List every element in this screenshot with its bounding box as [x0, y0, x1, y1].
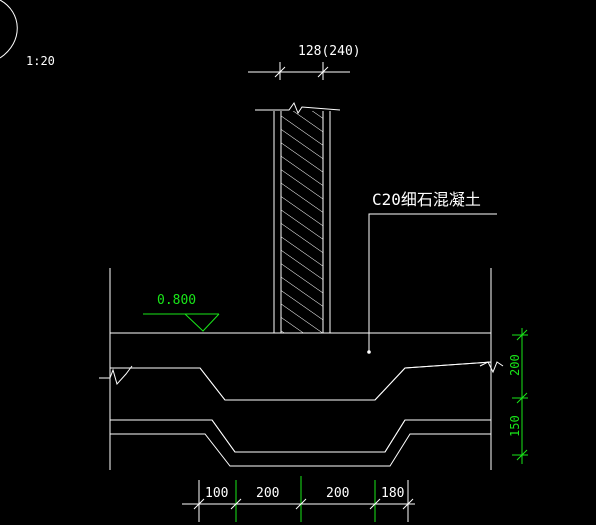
soil-base-layer — [109, 419, 492, 467]
left-break-mark — [99, 365, 133, 386]
material-callout: C20细石混凝土 — [367, 190, 497, 354]
material-callout-label: C20细石混凝土 — [372, 190, 481, 209]
wall-width-dimension: 128(240) — [248, 44, 361, 80]
vertical-dimensions: 200 150 — [508, 328, 528, 464]
concrete-layer — [109, 332, 492, 401]
wall-section — [255, 101, 341, 333]
wall-width-label: 128(240) — [298, 44, 361, 59]
right-break-mark — [479, 361, 504, 374]
dim-150-vertical: 150 — [508, 415, 522, 437]
brick-layer — [109, 361, 492, 453]
dim-100: 100 — [205, 486, 228, 501]
dim-200-left: 200 — [256, 486, 279, 501]
dim-180: 180 — [381, 486, 404, 501]
scale-label: 1:20 — [26, 54, 55, 68]
detail-symbol-arc — [0, 0, 18, 59]
dim-200-vertical: 200 — [508, 354, 522, 376]
horizontal-dimensions: 100 200 200 180 — [182, 476, 415, 522]
dim-200-right: 200 — [326, 486, 349, 501]
elevation-marker: 0.800 — [143, 293, 220, 332]
elevation-label: 0.800 — [157, 293, 196, 308]
